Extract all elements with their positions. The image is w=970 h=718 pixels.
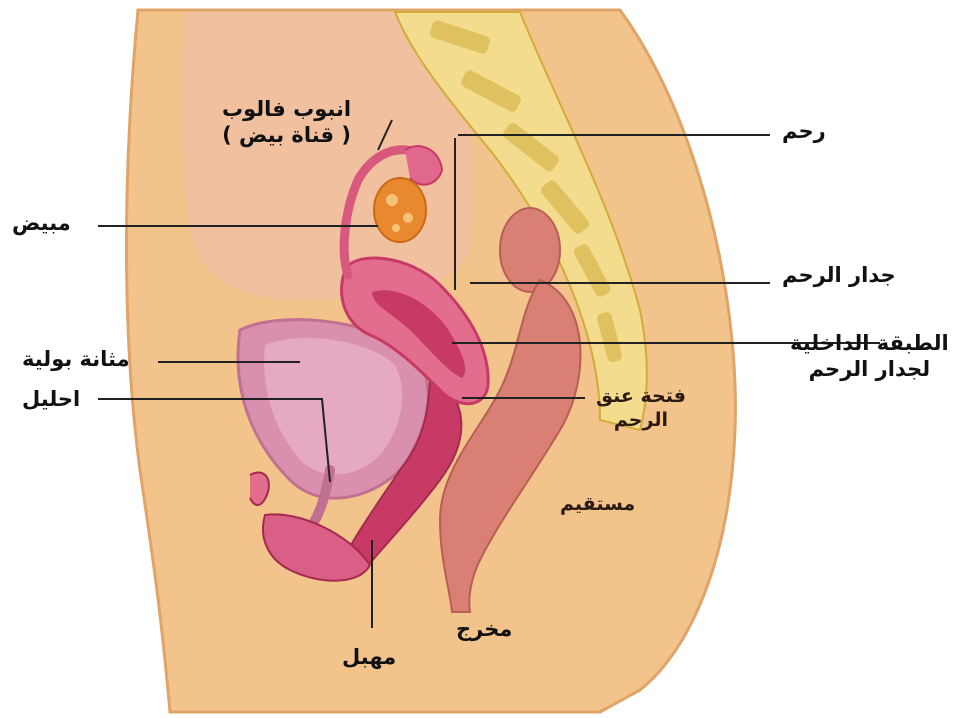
label-uterus: رحم xyxy=(782,118,826,144)
label-urethra-text: احليل xyxy=(22,386,80,412)
label-bladder: مثانة بولية xyxy=(22,346,130,372)
label-cervix-line1: فتحة عنق xyxy=(596,385,686,409)
label-endometrium-line1: الطبقة الداخلية xyxy=(790,330,949,356)
label-endometrium: الطبقة الداخلية لجدار الرحم xyxy=(790,330,949,383)
label-rectum-text: مستقيم xyxy=(560,493,635,517)
label-cervix: فتحة عنق الرحم xyxy=(596,385,686,433)
label-anus-text: مخرج xyxy=(456,616,512,642)
label-endometrium-line2: لجدار الرحم xyxy=(790,356,949,382)
label-vagina: مهبل xyxy=(342,644,396,670)
label-fallopian-tube-line1: انبوب فالوب xyxy=(222,96,351,122)
label-uterine-wall-text: جدار الرحم xyxy=(782,262,896,288)
label-ovary-text: مبيض xyxy=(12,210,71,236)
label-fallopian-tube: انبوب فالوب ( قناة بيض ) xyxy=(222,96,351,149)
label-urethra: احليل xyxy=(22,386,80,412)
label-cervix-line2: الرحم xyxy=(596,409,686,433)
label-anus: مخرج xyxy=(456,616,512,642)
intestine-loop xyxy=(500,208,560,292)
label-fallopian-tube-line2: ( قناة بيض ) xyxy=(222,122,351,148)
ovary-shape xyxy=(374,178,426,242)
label-uterus-text: رحم xyxy=(782,118,826,144)
label-rectum: مستقيم xyxy=(560,493,635,517)
label-ovary: مبيض xyxy=(12,210,71,236)
label-uterine-wall: جدار الرحم xyxy=(782,262,896,288)
label-vagina-text: مهبل xyxy=(342,644,396,670)
label-bladder-text: مثانة بولية xyxy=(22,346,130,372)
